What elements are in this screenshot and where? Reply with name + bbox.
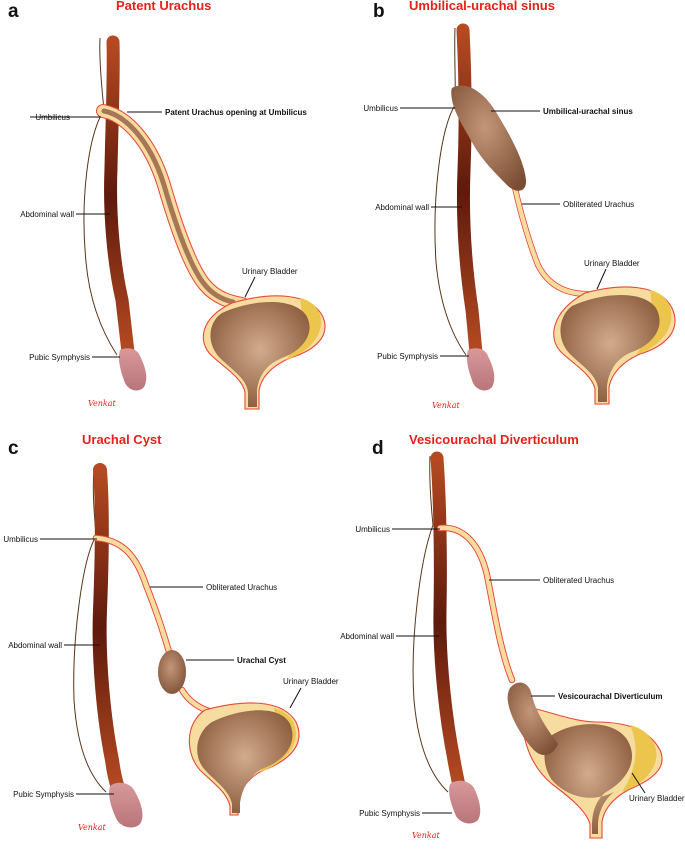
panel-c-bladder-leader bbox=[289, 687, 302, 709]
panel-a-feature-label: Patent Urachus opening at Umbilicus bbox=[165, 108, 307, 117]
panel-d-bladder-rim bbox=[622, 725, 657, 792]
panel-b-obliterated-label: Obliterated Urachus bbox=[563, 200, 634, 209]
panel-d-abdominal-wall-label: Abdominal wall bbox=[340, 632, 394, 641]
panel-d-obliterated-label: Obliterated Urachus bbox=[543, 576, 614, 585]
panel-d-pubic-symphysis-shape bbox=[449, 780, 481, 824]
panel-d-title: Vesicourachal Diverticulum bbox=[409, 432, 579, 447]
panel-c-abdominal-wall-label: Abdominal wall bbox=[8, 641, 62, 650]
panel-c-umbilicus-label: Umbilicus bbox=[3, 535, 38, 544]
panel-c-pubic-symphysis-shape bbox=[109, 782, 143, 828]
panel-b: b Umbilical-urachal sinus Umbilicus Umbi… bbox=[363, 0, 676, 410]
panel-b-letter: b bbox=[373, 1, 385, 22]
panel-a-abdominal-wall-label: Abdominal wall bbox=[20, 210, 74, 219]
panel-c-pubic-symphysis-label: Pubic Symphysis bbox=[13, 790, 74, 799]
panel-a: a Patent Urachus Umbilicus Patent Urachu… bbox=[8, 0, 326, 410]
panel-c-signature: Venkat bbox=[78, 823, 107, 832]
panel-c: c Urachal Cyst Umbilicus Obliterated Ura… bbox=[3, 432, 339, 832]
panel-d-signature: Venkat bbox=[412, 831, 441, 840]
panel-d-urachus bbox=[437, 525, 515, 683]
panel-d-umbilicus-label: Umbilicus bbox=[355, 525, 390, 534]
panel-a-title: Patent Urachus bbox=[116, 0, 211, 13]
panel-c-bladder-lumen bbox=[197, 710, 293, 813]
panel-a-patent-urachus-channel bbox=[101, 108, 236, 305]
panel-d-skin-line bbox=[412, 455, 449, 793]
panel-a-signature: Venkat bbox=[88, 399, 117, 408]
panel-d-bladder-label: Urinary Bladder bbox=[629, 794, 685, 803]
panel-b-bladder-label: Urinary Bladder bbox=[584, 259, 640, 268]
panel-d-bladder-lumen bbox=[544, 724, 633, 834]
panel-b-umbilicus-label: Umbilicus bbox=[363, 104, 398, 113]
panel-d-letter: d bbox=[372, 438, 384, 459]
panel-b-title: Umbilical-urachal sinus bbox=[409, 0, 555, 13]
panel-c-letter: c bbox=[8, 438, 19, 459]
panel-c-feature-label: Urachal Cyst bbox=[237, 656, 286, 665]
panel-c-skin-line bbox=[73, 467, 107, 793]
panel-a-bladder-lumen bbox=[210, 301, 310, 407]
panel-b-obliterated-urachus bbox=[512, 185, 591, 297]
panel-b-abdominal-wall-label: Abdominal wall bbox=[375, 203, 429, 212]
panel-b-pubic-symphysis-shape bbox=[466, 348, 495, 391]
panel-b-bladder-lumen bbox=[560, 294, 660, 402]
panel-d-feature-label: Vesicourachal Diverticulum bbox=[558, 692, 663, 701]
panel-a-skin-line bbox=[83, 37, 118, 356]
panel-b-bladder-leader bbox=[596, 268, 607, 290]
panel-b-skin-line bbox=[434, 27, 467, 356]
panel-c-bladder-label: Urinary Bladder bbox=[283, 677, 339, 686]
panel-c-obliterated-label: Obliterated Urachus bbox=[206, 583, 277, 592]
panel-c-urachal-cyst-shape bbox=[158, 650, 186, 694]
panel-a-pubic-symphysis-label: Pubic Symphysis bbox=[29, 353, 90, 362]
panel-a-umbilicus-label: Umbilicus bbox=[35, 113, 70, 122]
panel-d-bladder-leader bbox=[631, 772, 646, 794]
panel-d-vesicourachal-diverticulum-shape bbox=[507, 682, 558, 756]
panel-b-umbilical-urachal-sinus-shape bbox=[451, 85, 527, 191]
panel-b-signature: Venkat bbox=[432, 401, 461, 410]
panel-a-letter: a bbox=[8, 1, 19, 22]
panel-b-feature-label: Umbilical-urachal sinus bbox=[543, 107, 633, 116]
panel-b-pubic-symphysis-label: Pubic Symphysis bbox=[377, 352, 438, 361]
panel-c-urachus-upper bbox=[93, 535, 173, 658]
panel-a-bladder-leader bbox=[244, 276, 256, 298]
panel-d-abdominal-wall-shape bbox=[430, 451, 466, 793]
panel-a-abdominal-wall-shape bbox=[104, 35, 135, 359]
panel-c-title: Urachal Cyst bbox=[82, 432, 162, 447]
panel-d: d Vesicourachal Diverticulum Umbilicus O… bbox=[340, 432, 685, 840]
panel-a-pubic-symphysis-shape bbox=[118, 348, 147, 391]
panel-b-abdominal-wall-shape bbox=[456, 23, 483, 359]
panel-d-pubic-symphysis-label: Pubic Symphysis bbox=[359, 809, 420, 818]
panel-a-bladder-label: Urinary Bladder bbox=[242, 267, 298, 276]
panel-c-abdominal-wall-shape bbox=[92, 463, 125, 795]
